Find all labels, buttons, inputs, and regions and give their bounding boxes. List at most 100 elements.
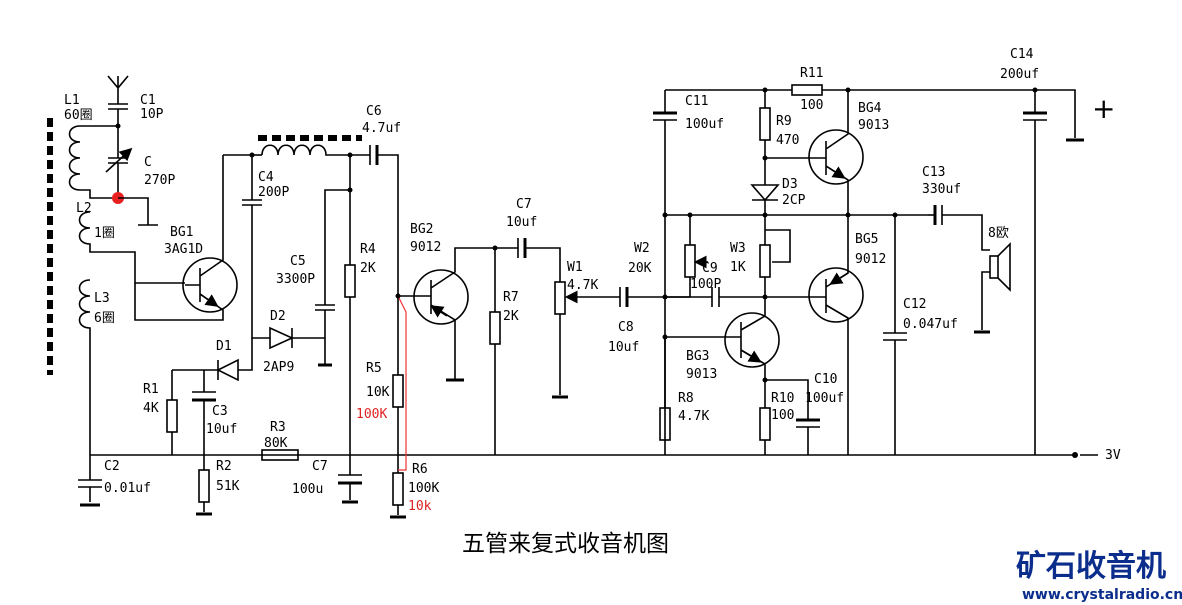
transistor-bg2: [398, 247, 495, 382]
label-c-val: 270P: [144, 173, 175, 188]
label-c1: C1: [140, 93, 156, 108]
label-r11-val: 100: [800, 98, 823, 113]
label-c4: C4: [258, 170, 274, 185]
label-c8: C8: [618, 320, 634, 335]
label-r11: R11: [800, 66, 823, 81]
negative-terminal-label: 3V: [1105, 448, 1121, 463]
label-w3-val: 1K: [730, 260, 746, 275]
label-r5-val: 10K: [366, 385, 390, 400]
label-r4-val: 2K: [360, 261, 376, 276]
label-l2: L2: [76, 201, 92, 216]
capacitor-c9: [665, 287, 765, 307]
resistor-r4: [344, 155, 356, 455]
transistor-bg3: [665, 297, 780, 380]
transistor-bg5: [765, 215, 864, 455]
label-r8: R8: [678, 391, 694, 406]
capacitor-c7-100u: [338, 455, 362, 504]
label-r3-val: 80K: [264, 436, 288, 451]
label-r4: R4: [360, 242, 376, 257]
capacitor-c3: [192, 370, 216, 455]
capacitor-c13: [928, 205, 990, 251]
diagram-title: 五管来复式收音机图: [462, 531, 669, 557]
coil-l3: [78, 279, 91, 455]
watermark-site: www.crystalradio.cn: [1022, 587, 1182, 603]
label-c13-val: 330uf: [922, 182, 961, 197]
label-c7b: C7: [516, 197, 532, 212]
diode-d1: [172, 338, 253, 382]
label-c1-val: 10P: [140, 107, 164, 122]
label-c6: C6: [366, 104, 382, 119]
label-c5-val: 3300P: [276, 272, 315, 287]
variable-capacitor-c: [105, 126, 133, 198]
capacitor-c6: [350, 145, 399, 375]
label-l3-turns: 6圈: [94, 311, 115, 326]
label-l3: L3: [94, 291, 110, 306]
label-l2-turns: 1圈: [94, 226, 115, 241]
label-bg4-val: 9013: [858, 118, 889, 133]
label-r10: R10: [771, 391, 794, 406]
label-c10: C10: [814, 372, 837, 387]
label-r1-val: 4K: [143, 401, 159, 416]
label-w1-val: 4.7K: [567, 278, 598, 293]
coil-l1: [68, 125, 118, 199]
positive-bus: [665, 89, 1076, 138]
label-bg2-val: 9012: [410, 240, 441, 255]
resistor-r9: [759, 90, 771, 185]
resistor-r10: [759, 380, 771, 455]
resistor-r2: [196, 455, 212, 516]
diode-d3: [750, 184, 780, 215]
label-c14-val: 200uf: [1000, 67, 1039, 82]
label-c3: C3: [212, 404, 228, 419]
label-c9-val: 100P: [690, 277, 721, 292]
label-bg3: BG3: [686, 349, 709, 364]
label-r6-val: 100K: [408, 481, 439, 496]
transistor-bg4: [765, 90, 864, 215]
label-bg1: BG1: [170, 225, 193, 240]
label-c14: C14: [1010, 47, 1034, 62]
label-c7a: C7: [312, 459, 328, 474]
label-d1: D1: [216, 339, 232, 354]
label-r10-val: 100: [771, 408, 794, 423]
label-w2-val: 20K: [628, 261, 652, 276]
label-l1-turns: 60圈: [64, 108, 93, 123]
capacitor-c5: [315, 189, 350, 367]
resistor-r11: [791, 84, 823, 96]
label-r8-val: 4.7K: [678, 409, 709, 424]
label-r5: R5: [366, 361, 382, 376]
label-d3: D3: [782, 177, 798, 192]
label-r6-mod: 10k: [408, 499, 432, 514]
coil-l2: [78, 211, 185, 284]
label-c11-val: 100uf: [685, 117, 724, 132]
label-r3: R3: [270, 420, 286, 435]
label-w3: W3: [730, 241, 746, 256]
label-r2: R2: [216, 459, 232, 474]
modification-wire: [397, 295, 407, 471]
label-c7b-val: 10uf: [506, 215, 537, 230]
speaker-icon: [974, 242, 1011, 334]
label-r2-val: 51K: [216, 479, 240, 494]
label-c12-val: 0.047uf: [903, 317, 958, 332]
capacitor-c8: [590, 287, 665, 307]
resistor-r7: [489, 248, 501, 455]
resistor-r5: [392, 374, 404, 455]
label-l1: L1: [64, 93, 80, 108]
label-c8-val: 10uf: [608, 340, 639, 355]
antenna-icon: [107, 75, 129, 98]
capacitor-c7-10uf: [495, 238, 561, 282]
label-bg5-val: 9012: [855, 252, 886, 267]
positive-terminal: +: [1092, 92, 1115, 125]
transistor-bg1: [134, 155, 238, 321]
label-c11: C11: [685, 94, 708, 109]
label-d2-val: 2AP9: [263, 360, 294, 375]
label-bg5: BG5: [855, 232, 878, 247]
label-r9: R9: [776, 114, 792, 129]
label-w2: W2: [634, 241, 650, 256]
label-c10-val: 100uf: [805, 391, 844, 406]
label-r7-val: 2K: [503, 309, 519, 324]
label-c: C: [144, 155, 152, 170]
resistor-r3: [261, 449, 299, 461]
capacitor-c1: [108, 98, 128, 126]
label-d3-val: 2CP: [782, 193, 806, 208]
label-bg1-val: 3AG1D: [164, 242, 203, 257]
label-bg2: BG2: [410, 222, 433, 237]
